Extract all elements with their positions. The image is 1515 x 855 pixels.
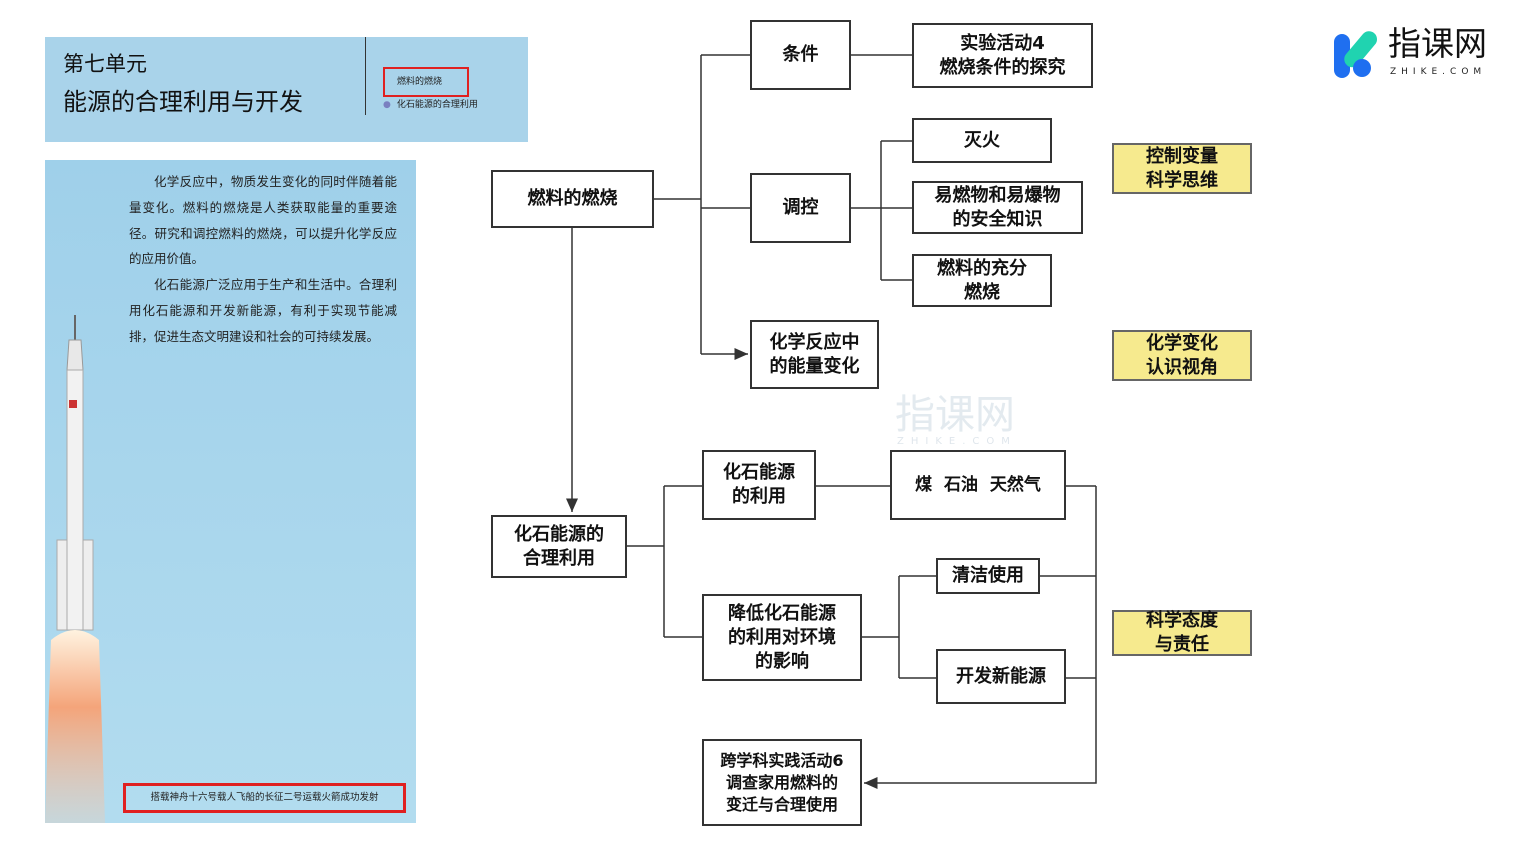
node-condition: 条件 [750,20,851,90]
node-full-combustion: 燃料的充分 燃烧 [912,254,1052,307]
intro-paragraph: 化学反应中，物质发生变化的同时伴随着能量变化。燃料的燃烧是人类获取能量的重要途径… [129,174,397,267]
watermark-sub: ZHIKE.COM [897,436,1017,447]
intro-text: 化学反应中，物质发生变化的同时伴随着能量变化。燃料的燃烧是人类获取能量的重要途径… [129,169,397,350]
node-fuel-combustion: 燃料的燃烧 [491,170,654,228]
node-safety: 易燃物和易爆物 的安全知识 [912,181,1083,234]
node-clean-use: 清洁使用 [936,558,1040,594]
zhike-logo-icon [1334,31,1377,78]
node-energy-change: 化学反应中 的能量变化 [750,320,879,389]
unit-number: 第七单元 [63,52,147,76]
watermark: 指课网 [895,392,1015,438]
unit-title: 能源的合理利用与开发 [63,88,303,116]
node-fossil-use: 化石能源 的利用 [702,450,816,520]
intro-paragraph: 化石能源广泛应用于生产和生活中。合理利用化石能源和开发新能源，有利于实现节能减排… [129,277,397,344]
logo-subtext: ZHIKE.COM [1390,67,1487,77]
rocket-image [45,315,105,823]
node-new-energy: 开发新能源 [936,649,1066,704]
tag-control-variable: 控制变量 科学思维 [1112,143,1252,194]
node-practice-6: 跨学科实践活动6 调查家用燃料的 变迁与合理使用 [702,739,862,826]
unit-header: 第七单元 能源的合理利用与开发 燃料的燃烧 化石能源的合理利用 [45,37,528,142]
toc-item-highlighted: 燃料的燃烧 [383,67,469,97]
tag-chemical-change: 化学变化 认识视角 [1112,330,1252,381]
node-reduce-impact: 降低化石能源 的利用对环境 的影响 [702,594,862,681]
node-fossil-rational-use: 化石能源的 合理利用 [491,515,627,578]
divider [365,37,366,115]
node-coal-oil-gas: 煤 石油 天然气 [890,450,1066,520]
toc-item: 化石能源的合理利用 [383,100,478,111]
image-caption: 搭载神舟十六号载人飞船的长征二号运载火箭成功发射 [123,783,406,813]
intro-panel: 化学反应中，物质发生变化的同时伴随着能量变化。燃料的燃烧是人类获取能量的重要途径… [45,160,416,823]
node-experiment-4: 实验活动4 燃烧条件的探究 [912,23,1093,88]
logo-text: 指课网 [1388,24,1487,63]
tag-science-attitude: 科学态度 与责任 [1112,610,1252,656]
node-extinguish: 灭火 [912,118,1052,163]
node-control: 调控 [750,173,851,243]
